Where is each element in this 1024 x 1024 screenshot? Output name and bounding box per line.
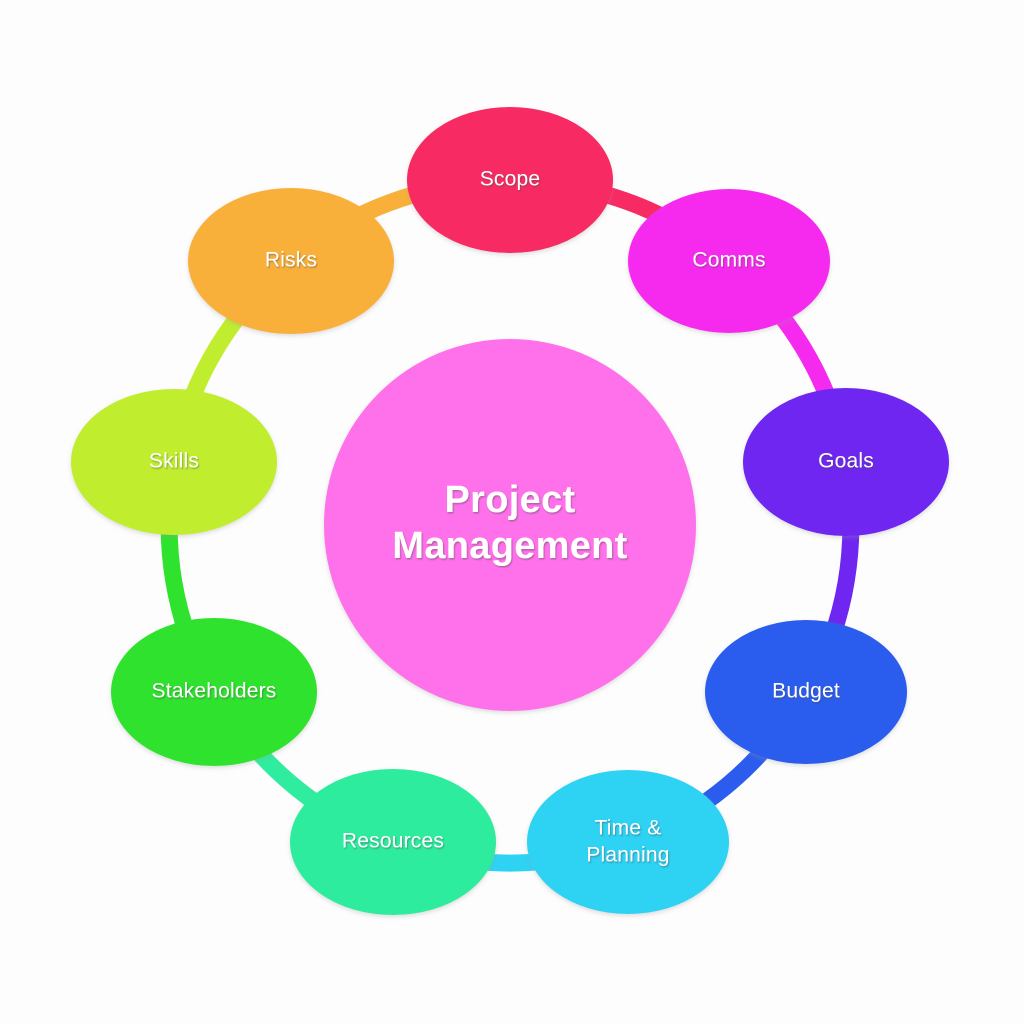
node-shape-scope[interactable] bbox=[407, 107, 613, 253]
node-label-resources: Resources bbox=[342, 830, 444, 853]
node-budget[interactable]: Budget bbox=[705, 620, 907, 764]
hub-label-line1: Project bbox=[445, 479, 576, 521]
node-shape-skills[interactable] bbox=[71, 389, 277, 535]
node-resources[interactable]: Resources bbox=[290, 769, 496, 915]
node-label-stakeholders: Stakeholders bbox=[152, 680, 277, 703]
hub-layer: Project Management bbox=[324, 339, 696, 711]
node-scope[interactable]: Scope bbox=[407, 107, 613, 253]
hub-label-line2: Management bbox=[392, 525, 627, 567]
node-label-skills: Skills bbox=[149, 450, 199, 473]
node-shape-time-planning[interactable] bbox=[527, 770, 729, 914]
node-comms[interactable]: Comms bbox=[628, 189, 830, 333]
node-shape-budget[interactable] bbox=[705, 620, 907, 764]
node-shape-goals[interactable] bbox=[743, 388, 949, 536]
node-shape-resources[interactable] bbox=[290, 769, 496, 915]
node-shape-risks[interactable] bbox=[188, 188, 394, 334]
hub-circle[interactable] bbox=[324, 339, 696, 711]
node-label-time-planning: Planning bbox=[586, 844, 669, 867]
node-label-risks: Risks bbox=[265, 249, 317, 272]
node-label-goals: Goals bbox=[818, 450, 874, 473]
node-label-comms: Comms bbox=[692, 249, 765, 272]
node-skills[interactable]: Skills bbox=[71, 389, 277, 535]
node-label-budget: Budget bbox=[772, 680, 840, 703]
node-shape-comms[interactable] bbox=[628, 189, 830, 333]
node-shape-stakeholders[interactable] bbox=[111, 618, 317, 766]
node-label-scope: Scope bbox=[480, 168, 541, 191]
node-risks[interactable]: Risks bbox=[188, 188, 394, 334]
node-goals[interactable]: Goals bbox=[743, 388, 949, 536]
node-time-planning[interactable]: Time & Planning bbox=[527, 770, 729, 914]
node-stakeholders[interactable]: Stakeholders bbox=[111, 618, 317, 766]
node-label-time-planning: Time & bbox=[595, 817, 662, 840]
